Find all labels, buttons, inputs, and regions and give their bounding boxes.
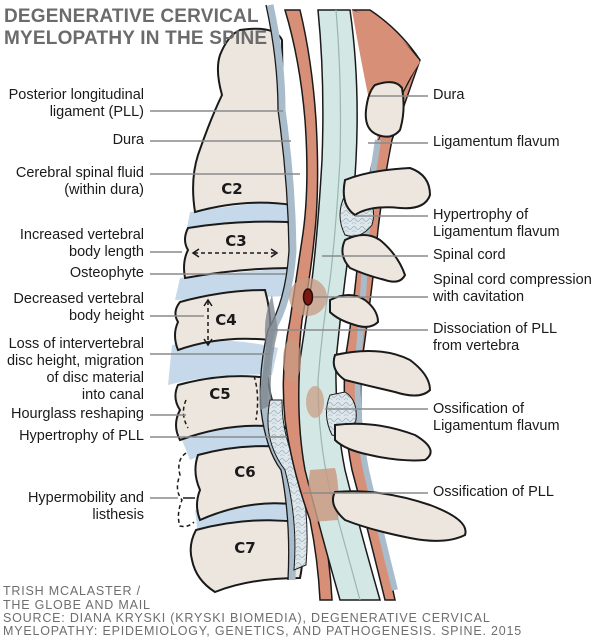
label-line: Spinal cord compression (433, 272, 592, 288)
dura-left (282, 9, 333, 601)
compression-zone-c4-c5 (283, 338, 301, 382)
label-spinal-cord: Spinal cord (433, 247, 506, 264)
label-osteophyte: Osteophyte (70, 265, 144, 282)
cavitation (302, 288, 314, 306)
lamina-c2 (342, 166, 432, 217)
label-line: Ossification of (433, 401, 525, 417)
vertebra-labels: C2 C3 C4 C5 C6 C7 (209, 180, 255, 557)
label-pll-hypertrophy: Hypertrophy of PLL (19, 428, 144, 445)
label-line: Ossification of PLL (433, 484, 554, 500)
vertebra-label-c5: C5 (209, 385, 230, 403)
label-line: Hypertrophy of (433, 207, 529, 223)
vertebra-c3 (183, 220, 295, 280)
vertebra-label-c3: C3 (225, 232, 246, 250)
label-lf-hypertrophy: Hypertrophy of Ligamentum flavum (433, 207, 560, 241)
label-disc-height-loss: Loss of intervertebral disc height, migr… (7, 336, 144, 404)
vertebra-label-c2: C2 (221, 180, 242, 198)
compression-zone-c5 (306, 386, 324, 418)
vertebra-label-c6: C6 (234, 463, 255, 481)
label-dura-right: Dura (433, 87, 464, 104)
label-line: (within dura) (64, 182, 144, 198)
label-line: Ligamentum flavum (433, 418, 560, 434)
label-pll-ossification: Ossification of PLL (433, 484, 554, 501)
hourglass-dash-left (182, 399, 189, 429)
label-line: Spinal cord (433, 247, 506, 263)
label-line: disc height, migration (6, 353, 144, 369)
lamina-c4 (329, 294, 380, 328)
label-line: Ligamentum flavum (433, 134, 560, 150)
listhesis-outline (176, 452, 195, 528)
body-length-arrowhead-left (191, 248, 200, 258)
label-line: of disc material (46, 370, 144, 386)
title-line-1: DEGENERATIVE CERVICAL (4, 6, 259, 27)
label-ligamentum-flavum: Ligamentum flavum (433, 134, 560, 151)
label-line: body height (69, 308, 144, 324)
left-leader-lines (150, 110, 300, 499)
hourglass-dash-right (253, 375, 259, 421)
vertebra-label-c7: C7 (234, 539, 255, 557)
body-height-arrowhead-top (203, 298, 213, 307)
credit-source-line-2: MYELOPATHY: EPIDEMIOLOGY, GENETICS, AND … (3, 624, 523, 638)
label-decreased-body-height: Decreased vertebral body height (13, 291, 144, 325)
vertebra-label-c4: C4 (215, 311, 236, 329)
label-line: from vertebra (433, 338, 520, 354)
label-line: Osteophyte (69, 265, 144, 281)
label-dura-left: Dura (113, 132, 144, 149)
label-line: listhesis (92, 507, 144, 523)
label-line: Dura (433, 87, 465, 103)
lamina-c3 (341, 234, 407, 283)
credit-author: TRISH MCALASTER / (3, 584, 141, 598)
lamina-c7 (332, 490, 467, 542)
label-hypermobility-listhesis: Hypermobility and listhesis (28, 490, 144, 524)
label-line: Dissociation of PLL (433, 321, 558, 337)
vertebral-bodies (174, 27, 304, 594)
credit-publication: THE GLOBE AND MAIL (3, 598, 151, 612)
label-pll-dissociation: Dissociation of PLL from vertebra (433, 321, 557, 355)
posterior-elements (329, 81, 467, 542)
body-height-arrowhead-bottom (203, 338, 213, 347)
compression-zone-c6 (308, 468, 339, 522)
title-line-2: MYELOPATHY IN THE SPINE (4, 28, 268, 49)
label-line: Cerebral spinal fluid (15, 165, 144, 181)
body-length-arrowhead-right (270, 248, 279, 258)
dura-top-wedge (352, 10, 420, 140)
label-line: Hypertrophy of PLL (19, 428, 144, 444)
label-increased-body-length: Increased vertebral body length (20, 227, 144, 261)
diagram-title: DEGENERATIVE CERVICAL MYELOPATHY IN THE … (4, 6, 267, 50)
label-line: body length (69, 244, 144, 260)
label-posterior-longitudinal-ligament: Posterior longitudinal ligament (PLL) (9, 87, 144, 121)
label-line: with cavitation (433, 289, 525, 305)
label-line: ligament (PLL) (49, 104, 144, 120)
label-cerebral-spinal-fluid: Cerebral spinal fluid (within dura) (16, 165, 144, 199)
osteophyte-shadow (259, 295, 278, 410)
measurement-indicators (176, 248, 279, 528)
label-line: Decreased vertebral (13, 291, 144, 307)
label-line: Increased vertebral (19, 227, 144, 243)
lamina-c1 (364, 81, 405, 138)
right-leader-lines (270, 95, 428, 494)
label-line: Loss of intervertebral (8, 336, 144, 352)
label-cord-compression: Spinal cord compression with cavitation (433, 272, 592, 306)
disc-c4-c5 (168, 340, 278, 385)
label-line: Hourglass reshaping (11, 406, 144, 422)
label-lf-ossification: Ossification of Ligamentum flavum (433, 401, 560, 435)
label-line: into canal (81, 387, 144, 403)
vertebra-c7 (189, 519, 304, 594)
lamina-c5 (332, 350, 432, 397)
label-line: Ligamentum flavum (433, 224, 560, 240)
vertebra-c4 (174, 288, 272, 352)
label-line: Posterior longitudinal (8, 87, 144, 103)
label-line: Dura (112, 132, 144, 148)
credit-source-line-1: SOURCE: DIANA KRYSKI (KRYSKI BIOMEDIA), … (3, 611, 491, 625)
lamina-c6 (334, 422, 432, 462)
label-line: Hypermobility and (27, 490, 144, 506)
label-hourglass-reshaping: Hourglass reshaping (11, 406, 144, 423)
